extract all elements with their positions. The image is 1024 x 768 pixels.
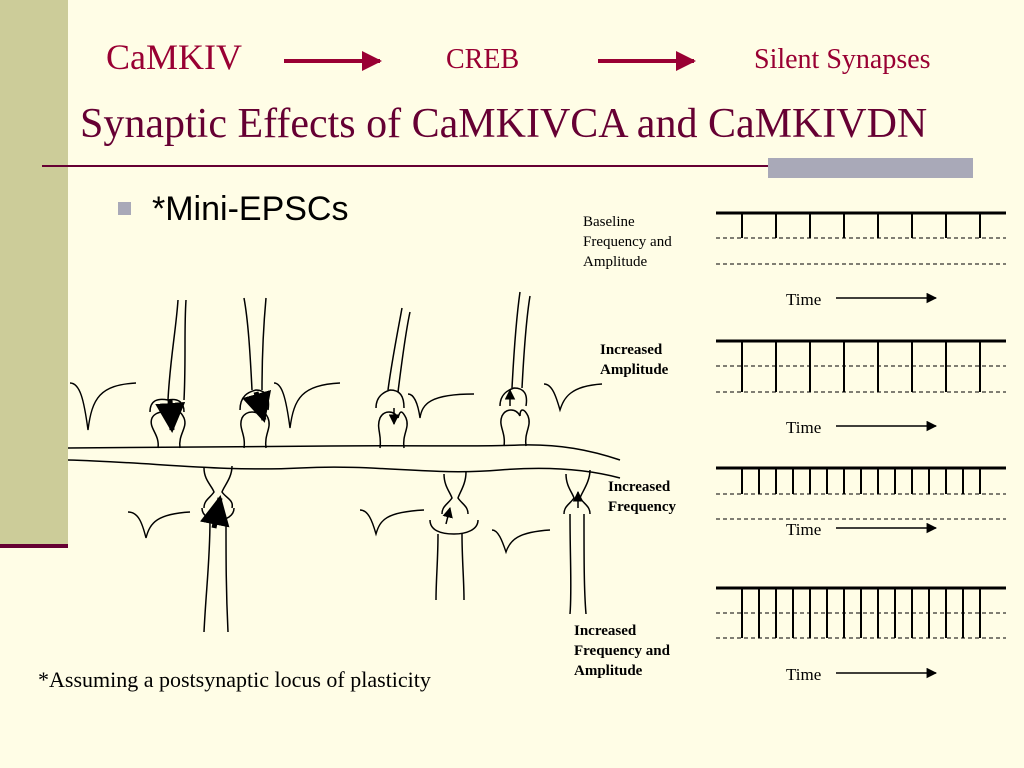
pathway-creb: CREB bbox=[446, 44, 520, 75]
title-rule-accent bbox=[768, 158, 973, 178]
trace-label-baseline: Baseline Frequency and Amplitude bbox=[583, 212, 672, 272]
trace-label-increased-frequency: Increased Frequency bbox=[608, 477, 676, 517]
pathway-camkiv: CaMKIV bbox=[106, 37, 242, 77]
pathway-silent-synapses: Silent Synapses bbox=[754, 44, 931, 75]
trace-label-line: Frequency bbox=[608, 499, 677, 515]
time-label: Time bbox=[786, 665, 822, 684]
trace-label-line: Increased bbox=[600, 342, 663, 358]
trace-increased-amplitude bbox=[716, 339, 1006, 393]
left-decorative-rule bbox=[0, 544, 68, 548]
trace-label-line: Increased bbox=[574, 623, 637, 639]
time-label: Time bbox=[786, 418, 822, 437]
trace-label-line: Frequency and bbox=[583, 234, 672, 250]
trace-label-line: Frequency and bbox=[574, 643, 670, 659]
bullet-square-icon bbox=[118, 202, 131, 215]
neuron-diagram bbox=[67, 291, 621, 633]
footnote: *Assuming a postsynaptic locus of plasti… bbox=[38, 667, 431, 692]
trace-label-line: Baseline bbox=[583, 214, 635, 230]
trace-label-line: Amplitude bbox=[600, 362, 669, 378]
trace-label-line: Amplitude bbox=[574, 663, 643, 679]
trace-increased-frequency-and-amplitude bbox=[716, 586, 1006, 639]
trace-label-increased-amplitude: Increased Amplitude bbox=[600, 340, 668, 380]
slide-title: Synaptic Effects of CaMKIVCA and CaMKIVD… bbox=[80, 101, 928, 147]
change-arrows bbox=[155, 388, 584, 529]
time-label: Time bbox=[786, 520, 822, 539]
trace-label-increased-frequency-and-amplitude: Increased Frequency and Amplitude bbox=[574, 621, 670, 681]
bullet-text: *Mini-EPSCs bbox=[152, 190, 349, 228]
trace-label-line: Increased bbox=[608, 479, 671, 495]
trace-baseline bbox=[716, 211, 1006, 265]
trace-increased-frequency bbox=[716, 466, 1006, 520]
trace-label-line: Amplitude bbox=[583, 254, 648, 270]
time-label: Time bbox=[786, 290, 822, 309]
left-decorative-bar bbox=[0, 0, 68, 544]
mini-epsc-waveforms bbox=[69, 382, 603, 555]
title-rule bbox=[42, 165, 972, 167]
